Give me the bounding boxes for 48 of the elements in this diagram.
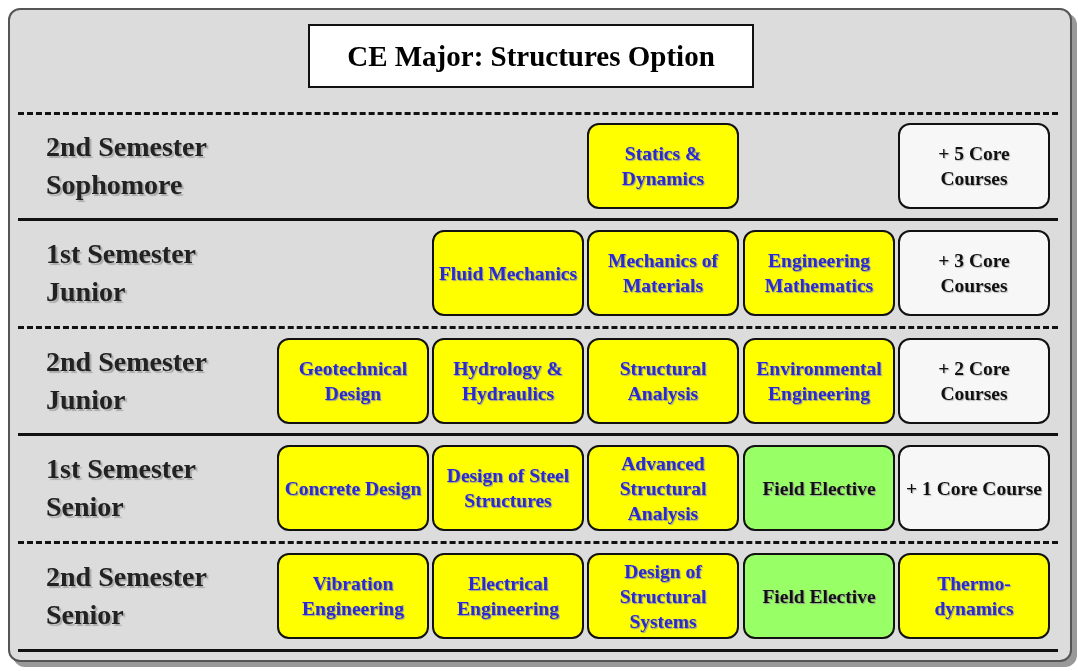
course-name: Structural Analysis xyxy=(618,357,708,406)
course-box xyxy=(587,123,739,209)
course-name: Hydrology & Hydraulics xyxy=(452,357,564,406)
course-box xyxy=(898,553,1050,639)
course-box xyxy=(277,445,429,531)
course-box xyxy=(432,445,584,531)
course-name: Fluid Mechanics xyxy=(438,261,578,286)
course-name: Vibration Engineering xyxy=(301,572,405,621)
semester-label: 2nd Semester Sophomore xyxy=(46,130,208,202)
course-box xyxy=(587,445,739,531)
course-name: + 2 Core Courses xyxy=(937,357,1011,406)
semester-label: 1st Semester Junior xyxy=(46,237,197,309)
semester-label: 1st Semester Senior xyxy=(46,452,197,524)
core-course-box xyxy=(898,123,1050,209)
course-box xyxy=(432,230,584,316)
course-name: Design of Structural Systems xyxy=(618,559,708,634)
course-name: + 3 Core Courses xyxy=(937,249,1011,298)
course-box xyxy=(277,553,429,639)
core-course-box xyxy=(898,445,1050,531)
course-name: Advanced Structural Analysis xyxy=(618,451,708,526)
core-course-box xyxy=(898,338,1050,424)
course-box xyxy=(277,338,429,424)
course-name: Concrete Design xyxy=(284,476,422,501)
semester-label: 2nd Semester Junior xyxy=(46,345,208,417)
elective-box xyxy=(743,445,895,531)
course-name: Field Elective xyxy=(762,584,876,609)
course-name: Thermo- dynamics xyxy=(933,572,1015,621)
semester-label: 2nd Semester Senior xyxy=(46,560,208,632)
course-box xyxy=(587,230,739,316)
course-name: Mechanics of Materials xyxy=(607,249,720,298)
core-course-box xyxy=(898,230,1050,316)
course-name: Environmental Engineering xyxy=(755,357,883,406)
course-name: + 1 Core Course xyxy=(906,476,1042,501)
course-box xyxy=(743,230,895,316)
course-name: Geotechnical Design xyxy=(297,357,409,406)
course-box xyxy=(743,338,895,424)
title: CE Major: Structures Option xyxy=(308,24,754,88)
course-box xyxy=(432,338,584,424)
course-name: Electrical Engineering xyxy=(456,572,560,621)
course-box xyxy=(587,338,739,424)
elective-box xyxy=(743,553,895,639)
course-name: Engineering Mathematics xyxy=(763,249,875,298)
course-name: Design of Steel Structures xyxy=(445,464,571,513)
course-name: Field Elective xyxy=(762,476,876,501)
course-name: + 5 Core Courses xyxy=(937,142,1011,191)
course-name: Statics & Dynamics xyxy=(620,142,706,191)
course-box xyxy=(432,553,584,639)
course-box xyxy=(587,553,739,639)
